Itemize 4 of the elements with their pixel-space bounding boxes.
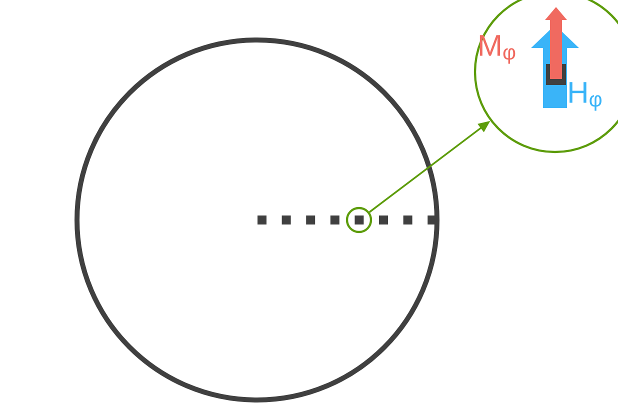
vector-label: M$_{φ}$: [480, 35, 516, 64]
point-circle: [346, 206, 372, 234]
vector-label: H$_{φ}$: [570, 82, 602, 111]
wire-circle: [74, 38, 440, 402]
